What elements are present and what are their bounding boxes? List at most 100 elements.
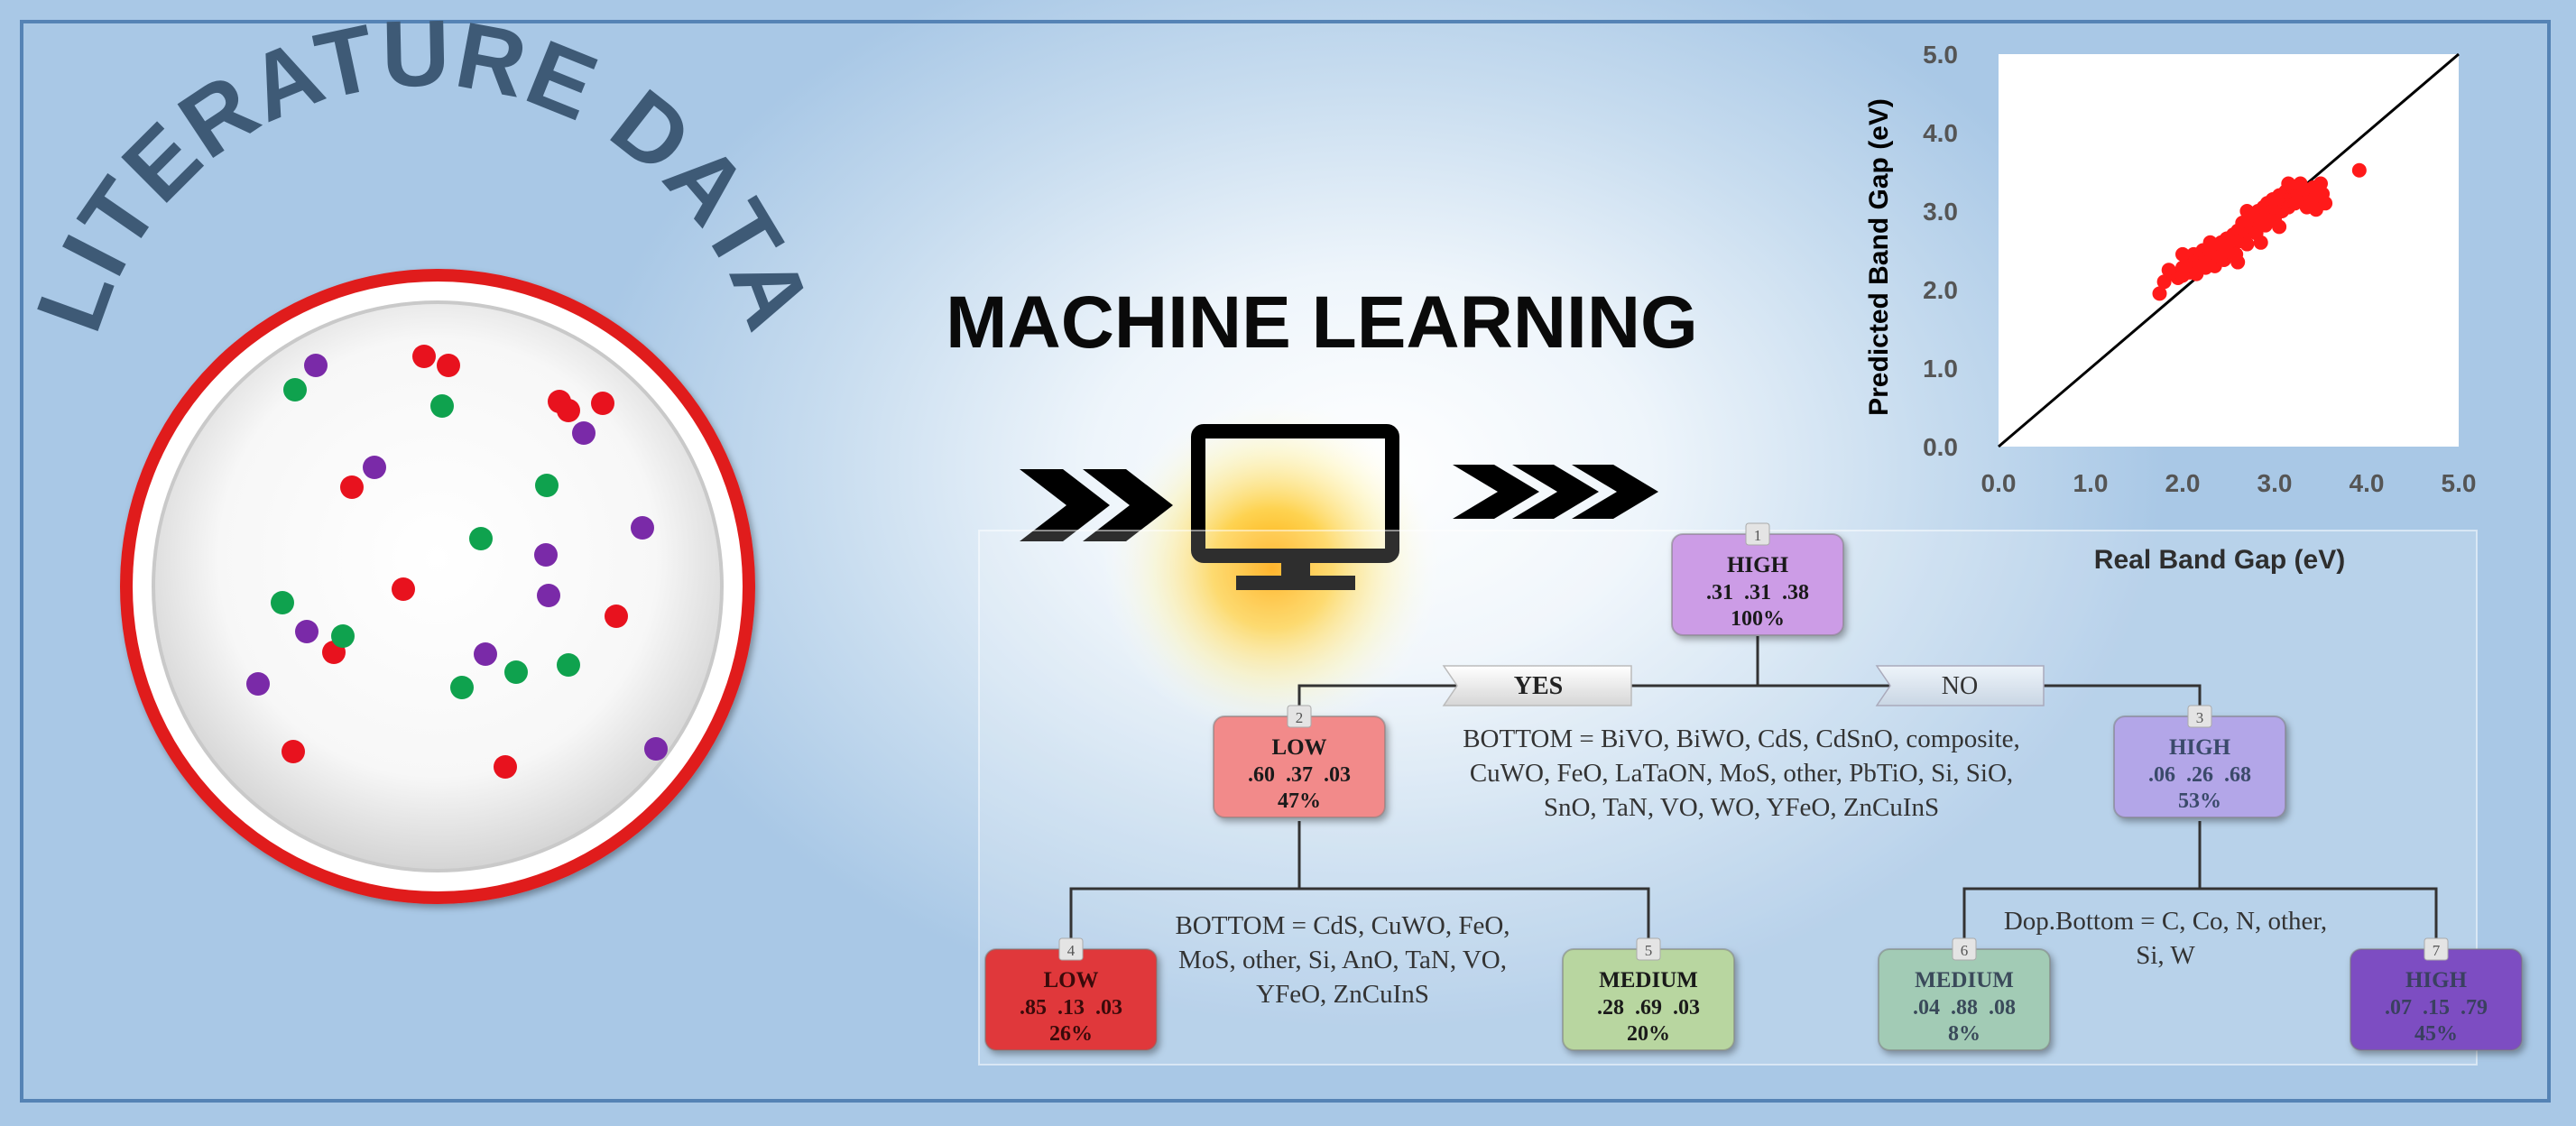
scatter-point [2230,254,2246,270]
decision-tree: YES NO BOTTOM = BiVO, BiWO, CdS, CdSnO, … [978,522,2523,1066]
tree-node-id-tag [1745,522,1770,546]
data-dot-purple [304,354,328,377]
tree-node-id-tag [1287,705,1312,728]
data-dot-red [412,345,436,368]
data-dot-green [283,378,307,401]
y-tick-label: 1.0 [1923,355,1958,383]
tree-node-pct: 45% [2414,1022,2458,1046]
svg-text:NO: NO [1942,672,1978,700]
split-rule-line: MoS, other, Si, AnO, TaN, VO, [1178,946,1507,974]
y-tick-label: 2.0 [1923,276,1958,304]
data-dot-red [282,740,305,763]
tree-node-id: 6 [1961,942,1969,959]
tree-node-id-tag [2424,937,2449,961]
scatter-point [2351,162,2367,178]
data-dot-purple [644,737,668,761]
tree-edges [1069,636,2438,946]
y-axis-label: Predicted Band Gap (eV) [1864,98,1894,416]
tree-node-probs: .85 .13 .03 [1020,996,1122,1020]
tree-node-pct: 47% [1278,789,1321,813]
scatter-point [2253,235,2268,250]
tree-node-id: 4 [1067,942,1076,959]
tree-node-class: HIGH [2169,735,2231,760]
data-dot-red [557,399,580,422]
x-tick-label: 3.0 [2257,469,2293,497]
scatter-point [2239,236,2255,252]
data-dot-purple [246,672,270,696]
x-tick-label: 4.0 [2350,469,2385,497]
tree-node-probs: .31 .31 .38 [1706,581,1809,605]
split-rule-line: Si, W [2136,941,2195,970]
tree-node-id-tag [1058,937,1084,961]
branch-no-tag: NO [1875,665,2045,706]
svg-text:YES: YES [1514,672,1563,700]
data-dot-purple [474,642,497,666]
data-dot-purple [363,456,386,479]
data-dot-green [469,527,493,550]
data-dot-purple [534,543,558,567]
tree-node-class: HIGH [2405,968,2468,992]
data-dot-green [331,624,355,648]
split-rule-line: SnO, TaN, VO, WO, YFeO, ZnCuInS [1544,793,1939,822]
scatter-point [2152,286,2167,301]
y-tick-label: 3.0 [1923,198,1958,226]
tree-node-probs: .07 .15 .79 [2385,996,2488,1020]
tree-node-class: LOW [1271,735,1326,760]
data-dot-red [392,577,415,601]
data-dot-purple [572,421,596,445]
tree-node-id: 3 [2196,709,2204,726]
tree-node-pct: 8% [1948,1022,1980,1046]
data-dot-green [504,660,528,684]
x-tick-label: 5.0 [2442,469,2477,497]
tree-node-class: HIGH [1727,553,1789,577]
y-tick-label: 5.0 [1923,41,1958,69]
data-dot-purple [295,620,319,643]
tree-node-class: MEDIUM [1599,968,1698,992]
tree-node-probs: .60 .37 .03 [1248,763,1351,787]
scatter-point [2281,176,2296,191]
machine-learning-panel: MACHINE LEARNING [946,282,1698,740]
split-rule-right: Dop.Bottom = C, Co, N, other,Si, W [2004,907,2327,970]
scatter-point [2308,202,2323,217]
split-rule-line: BOTTOM = CdS, CuWO, FeO, [1175,911,1510,940]
x-tick-label: 1.0 [2073,469,2109,497]
tree-node-id: 7 [2433,942,2441,959]
split-rule-line: CuWO, FeO, LaTaON, MoS, other, PbTiO, Si… [1470,759,2013,788]
data-dot-red [437,354,460,377]
scatter-point [2239,204,2255,218]
tree-node-id: 5 [1645,942,1653,959]
branch-yes-tag: YES [1442,665,1632,706]
data-dot-purple [537,584,560,607]
data-dot-green [535,474,559,497]
chevrons-right-icon [1453,465,1658,519]
tree-node-probs: .28 .69 .03 [1597,996,1700,1020]
y-tick-label: 0.0 [1923,433,1958,461]
data-dot-red [494,755,517,779]
split-rule-line: BOTTOM = BiVO, BiWO, CdS, CdSnO, composi… [1463,725,2020,753]
petri-dish-inner [152,300,724,872]
tree-node-class: LOW [1043,968,1098,992]
split-rule-root: BOTTOM = BiVO, BiWO, CdS, CdSnO, composi… [1463,725,2020,822]
tree-node-id-tag [1636,937,1661,961]
tree-node-probs: .06 .26 .68 [2148,763,2251,787]
chevrons-left-icon [1020,469,1173,541]
scatter-point [2175,246,2190,262]
data-dot-green [271,591,294,614]
y-tick-label: 4.0 [1923,119,1958,147]
tree-node-pct: 53% [2178,789,2221,813]
tree-node-class: MEDIUM [1915,968,2014,992]
monitor-glow [1101,397,1444,740]
data-dot-red [591,392,614,415]
x-tick-label: 2.0 [2165,469,2201,497]
tree-node-pct: 26% [1049,1022,1093,1046]
data-dot-red [340,475,364,499]
data-dot-green [450,676,474,699]
